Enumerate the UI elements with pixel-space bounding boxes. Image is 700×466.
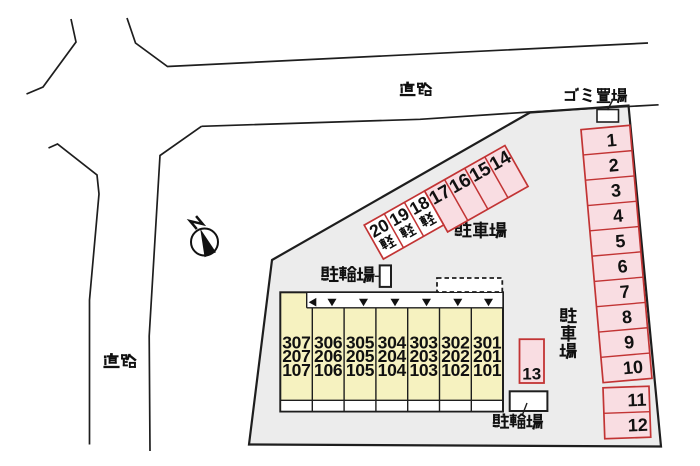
svg-text:106: 106 xyxy=(314,360,343,380)
svg-text:11: 11 xyxy=(627,390,647,411)
svg-text:6: 6 xyxy=(617,256,629,277)
svg-text:304: 304 xyxy=(378,332,407,352)
svg-text:101: 101 xyxy=(473,360,502,380)
svg-text:103: 103 xyxy=(409,360,438,380)
svg-text:5: 5 xyxy=(615,231,627,252)
svg-text:9: 9 xyxy=(623,332,635,353)
svg-text:307: 307 xyxy=(282,332,310,352)
svg-text:105: 105 xyxy=(346,360,375,380)
svg-text:207: 207 xyxy=(282,346,310,366)
svg-text:7: 7 xyxy=(619,281,631,302)
svg-text:302: 302 xyxy=(441,332,470,352)
svg-text:203: 203 xyxy=(409,346,438,366)
svg-text:202: 202 xyxy=(441,346,470,366)
svg-text:201: 201 xyxy=(473,346,502,366)
svg-text:303: 303 xyxy=(409,332,438,352)
svg-text:3: 3 xyxy=(610,180,622,201)
svg-text:305: 305 xyxy=(346,332,375,352)
svg-text:13: 13 xyxy=(522,365,541,384)
svg-text:102: 102 xyxy=(441,360,470,380)
svg-text:204: 204 xyxy=(378,346,407,366)
svg-text:107: 107 xyxy=(282,360,310,380)
svg-text:205: 205 xyxy=(346,346,375,366)
svg-text:301: 301 xyxy=(473,332,502,352)
svg-text:306: 306 xyxy=(314,332,343,352)
svg-text:206: 206 xyxy=(314,346,343,366)
svg-text:10: 10 xyxy=(622,357,644,379)
svg-text:2: 2 xyxy=(608,155,620,176)
svg-text:104: 104 xyxy=(378,360,407,380)
svg-text:8: 8 xyxy=(621,307,633,328)
svg-text:4: 4 xyxy=(612,205,624,226)
svg-text:1: 1 xyxy=(606,130,618,151)
svg-text:12: 12 xyxy=(627,415,648,436)
